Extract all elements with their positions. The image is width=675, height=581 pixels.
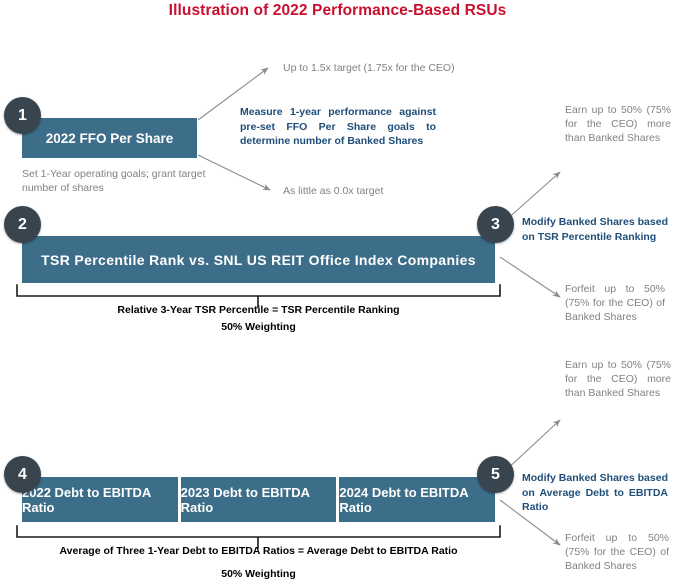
note-tsr-forfeit: Forfeit up to 50% (75% for the CEO) of B… (565, 283, 665, 323)
step-badge-5: 5 (477, 456, 514, 493)
step-badge-2: 2 (4, 206, 41, 243)
step-badge-4: 4 (4, 456, 41, 493)
box-2023-debt-to-ebitda[interactable]: 2023 Debt to EBITDA Ratio (177, 477, 337, 522)
caption-tsr-formula: Relative 3-Year TSR Percentile = TSR Per… (117, 304, 400, 316)
box-2022-debt-to-ebitda[interactable]: 2022 Debt to EBITDA Ratio (22, 477, 178, 522)
caption-tsr-weighting: 50% Weighting (221, 321, 296, 333)
caption-debt-weighting: 50% Weighting (221, 568, 296, 580)
step-badge-3: 3 (477, 206, 514, 243)
box-2024-debt-to-ebitda[interactable]: 2024 Debt to EBITDA Ratio (336, 477, 496, 522)
note-ffo-downside: As little as 0.0x target (283, 185, 384, 197)
note-ffo-subtext: Set 1-Year operating goals; grant target… (22, 168, 206, 194)
box-tsr-percentile-rank[interactable]: TSR Percentile Rank vs. SNL US REIT Offi… (22, 236, 495, 283)
note-debt-earn-upside: Earn up to 50% (75% for the CEO) more th… (565, 359, 671, 399)
note-measure-ffo-performance: Measure 1-year performance against pre-s… (240, 106, 436, 147)
note-tsr-earn-upside: Earn up to 50% (75% for the CEO) more th… (565, 104, 671, 144)
note-ffo-upside: Up to 1.5x target (1.75x for the CEO) (283, 62, 455, 74)
arrow-tsr-forfeit (499, 256, 561, 298)
box-group-debt-to-ebitda: 2022 Debt to EBITDA Ratio 2023 Debt to E… (22, 477, 496, 522)
note-debt-forfeit: Forfeit up to 50% (75% for the CEO) of B… (565, 532, 669, 572)
box-2022-ffo-per-share[interactable]: 2022 FFO Per Share (22, 118, 197, 158)
step-badge-1: 1 (4, 97, 41, 134)
note-modify-by-debt-ratio: Modify Banked Shares based on Average De… (522, 472, 668, 513)
arrow-debt-earn (503, 419, 561, 473)
caption-debt-formula: Average of Three 1-Year Debt to EBITDA R… (59, 545, 458, 557)
note-modify-by-tsr: Modify Banked Shares based on TSR Percen… (522, 216, 668, 243)
page-title: Illustration of 2022 Performance-Based R… (168, 2, 507, 19)
